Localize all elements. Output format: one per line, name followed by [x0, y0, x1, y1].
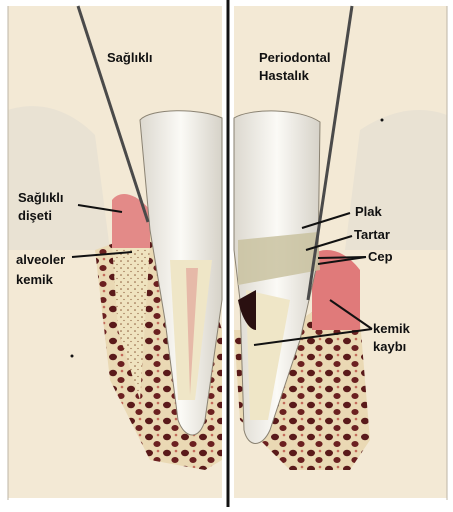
- tartar-label: Tartar: [354, 227, 390, 242]
- alveolar-bone-label-line2: kemik: [16, 272, 53, 287]
- bone-loss-label-line1: kemik: [373, 321, 410, 336]
- right-panel-title-line2: Hastalık: [259, 68, 309, 83]
- bone-loss-label-line2: kaybı: [373, 339, 406, 354]
- dot-mark: [381, 119, 384, 122]
- healthy-gum-label-line2: dişeti: [18, 208, 52, 223]
- healthy-gum-label-line1: Sağlıklı: [18, 190, 64, 205]
- pocket-label: Cep: [368, 249, 393, 264]
- left-panel-title: Sağlıklı: [107, 50, 153, 65]
- right-panel-title-line1: Periodontal: [259, 50, 331, 65]
- plaque-label: Plak: [355, 204, 382, 219]
- dot-mark: [71, 355, 74, 358]
- alveolar-bone-label-line1: alveoler: [16, 252, 65, 267]
